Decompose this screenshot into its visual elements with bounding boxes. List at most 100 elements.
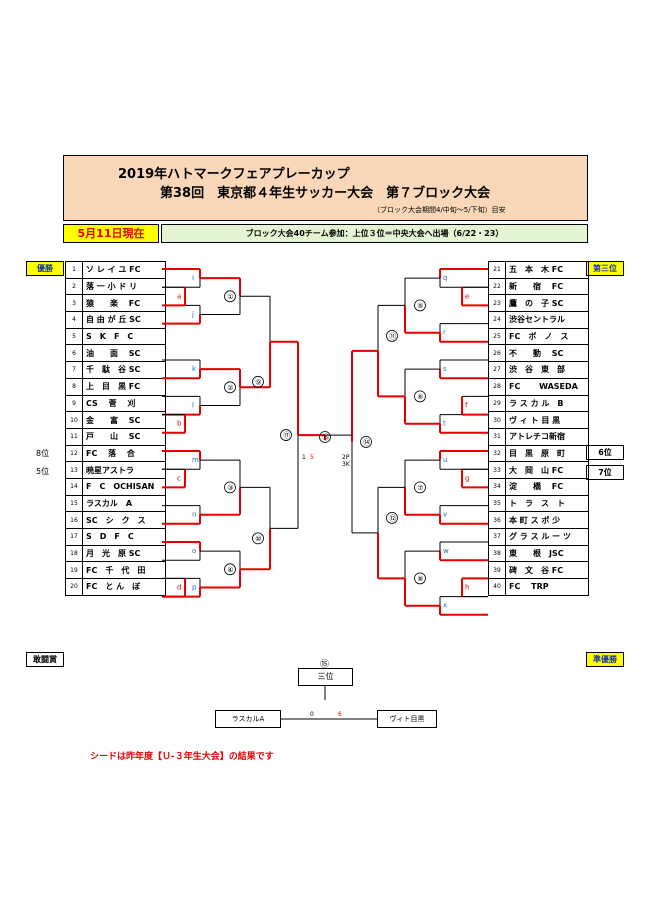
round-circle bbox=[414, 572, 426, 585]
round-circle bbox=[386, 329, 398, 342]
match-letter: n bbox=[192, 511, 196, 519]
period-note: （ブロック大会期間4/中旬～5/下旬）目安 bbox=[373, 206, 506, 214]
match-letter: c bbox=[177, 474, 181, 482]
match-letter: r bbox=[443, 329, 446, 337]
round-number: ⑮ bbox=[322, 434, 329, 442]
round-circle bbox=[224, 381, 236, 394]
runner-up-label: 準優勝 bbox=[586, 652, 624, 667]
match-letter: i bbox=[192, 274, 194, 282]
match-letter: o bbox=[192, 547, 196, 555]
match-letter: x bbox=[443, 602, 447, 610]
match-letter: a bbox=[177, 292, 181, 300]
tournament-title: 2019年ハトマークフェアプレーカップ bbox=[118, 167, 350, 182]
tournament-subtitle: 第38回 東京都４年生サッカー大会 第７ブロック大会 bbox=[160, 186, 491, 201]
match-letter: t bbox=[443, 420, 446, 428]
round-number: ⑫ bbox=[389, 514, 396, 522]
match-letter: u bbox=[443, 456, 447, 464]
match-letter: h bbox=[465, 584, 469, 592]
round-circle bbox=[414, 390, 426, 403]
round-circle bbox=[319, 431, 331, 443]
rank5-label: 5位 bbox=[36, 467, 50, 476]
round-circle bbox=[360, 435, 372, 448]
info-banner: ブロック大会40チーム参加：上位３位＝中央大会へ出場（6/22・23） bbox=[161, 224, 588, 243]
round-circle bbox=[224, 290, 236, 303]
round-circle bbox=[280, 429, 292, 441]
round-number: ⑩ bbox=[255, 535, 261, 543]
round-number: ⑥ bbox=[417, 393, 423, 401]
round-circle bbox=[252, 532, 264, 545]
match-letter: m bbox=[192, 456, 199, 464]
match-letter: g bbox=[465, 474, 469, 482]
team-name: 新 宿 FC bbox=[505, 277, 589, 296]
round-circle bbox=[414, 481, 426, 494]
round-number: ④ bbox=[227, 566, 233, 574]
round-number: ⑪ bbox=[389, 332, 396, 340]
date-label: 5月11日現在 bbox=[63, 224, 159, 243]
round-number: ⑨ bbox=[255, 378, 261, 386]
rank8-label: 8位 bbox=[36, 449, 50, 458]
match-letter: b bbox=[177, 420, 182, 428]
team-name: FC TRP bbox=[505, 578, 589, 596]
match-letter: f bbox=[465, 402, 468, 410]
round-circle bbox=[414, 299, 426, 312]
third-place-team-a: ラスカルA bbox=[215, 710, 281, 728]
header-panel bbox=[63, 155, 588, 221]
match-letter: v bbox=[443, 511, 447, 519]
third-round-mark: ⑮ bbox=[320, 660, 330, 670]
round-circle bbox=[224, 563, 236, 576]
round-number: ② bbox=[227, 384, 233, 392]
match-letter: w bbox=[443, 547, 449, 555]
seed-note: シードは昨年度【Ｕ-３年生大会】の結果です bbox=[90, 752, 274, 762]
final-pk: 2P bbox=[342, 454, 350, 461]
round-number: ① bbox=[227, 293, 233, 301]
team-name: 落 一 小 ド リ bbox=[82, 277, 166, 296]
round-number: ③ bbox=[227, 484, 233, 492]
third-place-team-b: ヴィト目黒 bbox=[377, 710, 437, 728]
match-letter: k bbox=[192, 365, 197, 373]
final-score-left: 1 bbox=[302, 454, 306, 461]
match-letter: l bbox=[192, 402, 194, 410]
champion-label: 優勝 bbox=[26, 261, 64, 276]
round-circle bbox=[252, 375, 264, 388]
final-pk2: 3K bbox=[342, 461, 351, 468]
team-name: FC と ん ぼ bbox=[82, 578, 166, 596]
third-score-a: 0 bbox=[310, 711, 314, 718]
match-letter: j bbox=[191, 311, 194, 319]
round-circle bbox=[224, 481, 236, 494]
match-letter: q bbox=[443, 274, 447, 282]
match-letter: p bbox=[192, 584, 197, 592]
match-letter: e bbox=[465, 292, 469, 300]
round-number: ⑦ bbox=[417, 484, 423, 492]
third-place-box: 三位 bbox=[298, 668, 353, 686]
third-score-b: 6 bbox=[338, 711, 342, 718]
match-letter: d bbox=[177, 584, 181, 592]
fairplay-label: 敢闘賞 bbox=[26, 652, 64, 667]
round-number: ⑤ bbox=[417, 302, 423, 310]
round-number: ⑪ bbox=[283, 432, 290, 440]
round-number: ⑧ bbox=[417, 575, 423, 583]
round-number: ⑭ bbox=[363, 438, 370, 446]
round-circle bbox=[386, 512, 398, 524]
